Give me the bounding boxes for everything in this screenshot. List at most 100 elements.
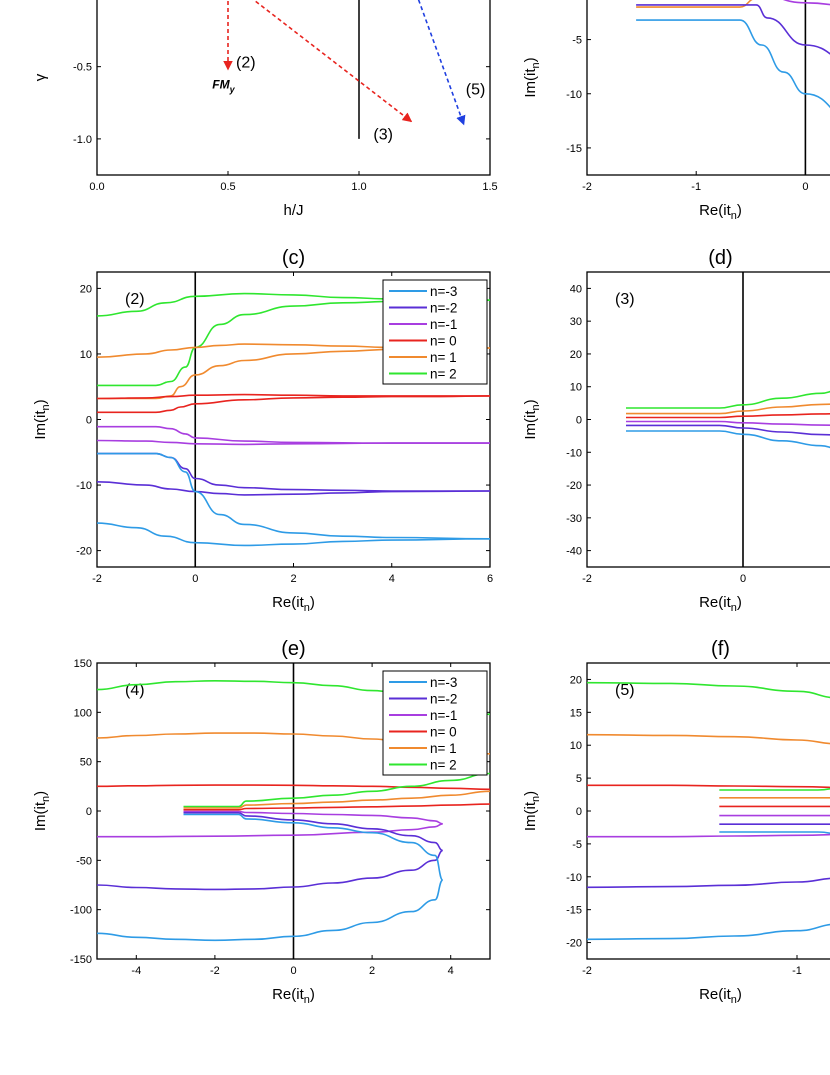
x-tick-label: -2 (582, 181, 592, 193)
series-line-n-3 (636, 19, 830, 109)
plot-frame (586, 662, 830, 960)
x-tick-label: 0.5 (220, 181, 235, 193)
x-axis-label: Re(itn) (272, 594, 315, 614)
legend-label: n= 0 (430, 334, 457, 349)
y-tick-label: -150 (70, 954, 92, 966)
y-tick-label: 20 (570, 349, 582, 361)
panel-title: (f) (711, 638, 730, 660)
series-line-n-2 (626, 424, 830, 436)
panel-f: -2-120151050-5-10-15-20Re(itn)Im(itn)(f)… (522, 638, 830, 1006)
legend-label: n=-2 (430, 301, 457, 316)
y-tick-label: -20 (566, 480, 582, 492)
legend-label: n= 0 (430, 725, 457, 740)
y-tick-label: 50 (80, 757, 92, 769)
y-axis-label: Im(itn) (32, 791, 52, 831)
y-tick-label: 150 (74, 658, 92, 670)
path-arrow (252, 0, 413, 123)
path-label: (5) (466, 81, 486, 98)
panel-d: -202403020100-10-20-30-40Re(itn)Im(itn)(… (522, 247, 830, 614)
plot-frame (586, 0, 830, 176)
y-tick-label: 0 (86, 415, 92, 427)
y-tick-label: 0 (86, 806, 92, 818)
x-tick-label: 0 (740, 573, 746, 585)
y-axis-label: Im(itn) (32, 399, 52, 439)
x-axis-label: Re(itn) (699, 594, 742, 614)
series-line-n-1 (587, 833, 830, 838)
x-axis-label: Re(itn) (272, 986, 315, 1006)
y-tick-label: -100 (70, 905, 92, 917)
y-tick-label: 0 (576, 806, 582, 818)
y-tick-label: 20 (80, 283, 92, 295)
y-tick-label: -10 (566, 872, 582, 884)
legend-label: n= 2 (430, 367, 457, 382)
y-tick-label: 10 (80, 349, 92, 361)
x-tick-label: -2 (582, 965, 592, 977)
series-line-n2 (626, 390, 830, 409)
x-tick-label: 0 (192, 573, 198, 585)
y-tick-label: -15 (566, 905, 582, 917)
x-tick-label: 2 (290, 573, 296, 585)
series-line-n-2 (96, 481, 491, 496)
series-line-n0 (586, 784, 830, 789)
path-annotation: (4) (125, 682, 145, 699)
x-tick-label: -2 (582, 573, 592, 585)
y-tick-label: -20 (566, 938, 582, 950)
x-tick-label: 0.0 (89, 181, 104, 193)
y-tick-label: -1.0 (73, 134, 92, 146)
y-tick-label: 10 (570, 382, 582, 394)
y-tick-label: 40 (570, 283, 582, 295)
series-line-n-3 (97, 452, 491, 540)
series-line-n-1 (626, 420, 830, 426)
y-tick-label: 10 (570, 740, 582, 752)
x-tick-label: 4 (389, 573, 395, 585)
x-axis-label: h/J (283, 202, 303, 219)
path-label: (2) (236, 55, 256, 72)
legend-label: n= 1 (430, 350, 457, 365)
series-line-n1 (586, 733, 830, 745)
path-label: (3) (373, 127, 393, 144)
series-line-n-2 (586, 877, 830, 889)
legend-label: n=-1 (430, 708, 457, 723)
series-line-n-3 (626, 430, 830, 449)
legend-box (382, 279, 488, 385)
legend-label: n=-1 (430, 317, 457, 332)
legend-label: n=-3 (430, 675, 457, 690)
x-tick-label: -2 (92, 573, 102, 585)
series-line-n2 (719, 788, 830, 791)
path-annotation: (5) (615, 682, 635, 699)
y-tick-label: -15 (566, 143, 582, 155)
x-tick-label: 1.5 (482, 181, 497, 193)
series-line-n-1 (97, 810, 443, 838)
legend-label: n=-2 (430, 692, 457, 707)
series-line-n-3 (96, 813, 444, 942)
x-axis-label: Re(itn) (699, 986, 742, 1006)
path-annotation: (2) (125, 291, 145, 308)
series-line-n-2 (97, 452, 490, 492)
y-tick-label: -10 (566, 89, 582, 101)
panel-a: 0.00.51.01.50.0-0.5-1.0h/Jγ(4)(2)(3)(5)P… (32, 0, 498, 219)
y-tick-label: -30 (566, 513, 582, 525)
y-tick-label: 0 (576, 415, 582, 427)
y-axis-label: γ (32, 73, 49, 81)
series-line-n-2 (96, 811, 444, 891)
y-tick-label: -5 (572, 35, 582, 47)
path-annotation: (3) (615, 291, 635, 308)
y-tick-label: -10 (566, 447, 582, 459)
x-tick-label: -1 (691, 181, 701, 193)
x-tick-label: 1.0 (351, 181, 366, 193)
y-tick-label: -5 (572, 839, 582, 851)
series-line-n-2 (636, 4, 830, 55)
legend-label: n=-3 (430, 284, 457, 299)
y-tick-label: 30 (570, 316, 582, 328)
x-tick-label: 2 (369, 965, 375, 977)
plot-frame (586, 271, 830, 568)
x-tick-label: -1 (792, 965, 802, 977)
series-line-n1 (636, 0, 753, 8)
series-line-n2 (586, 681, 830, 699)
series-line-n-1 (96, 439, 490, 446)
y-tick-label: 0.0 (77, 0, 92, 1)
panel-title: (d) (708, 247, 732, 269)
legend-label: n= 1 (430, 741, 457, 756)
